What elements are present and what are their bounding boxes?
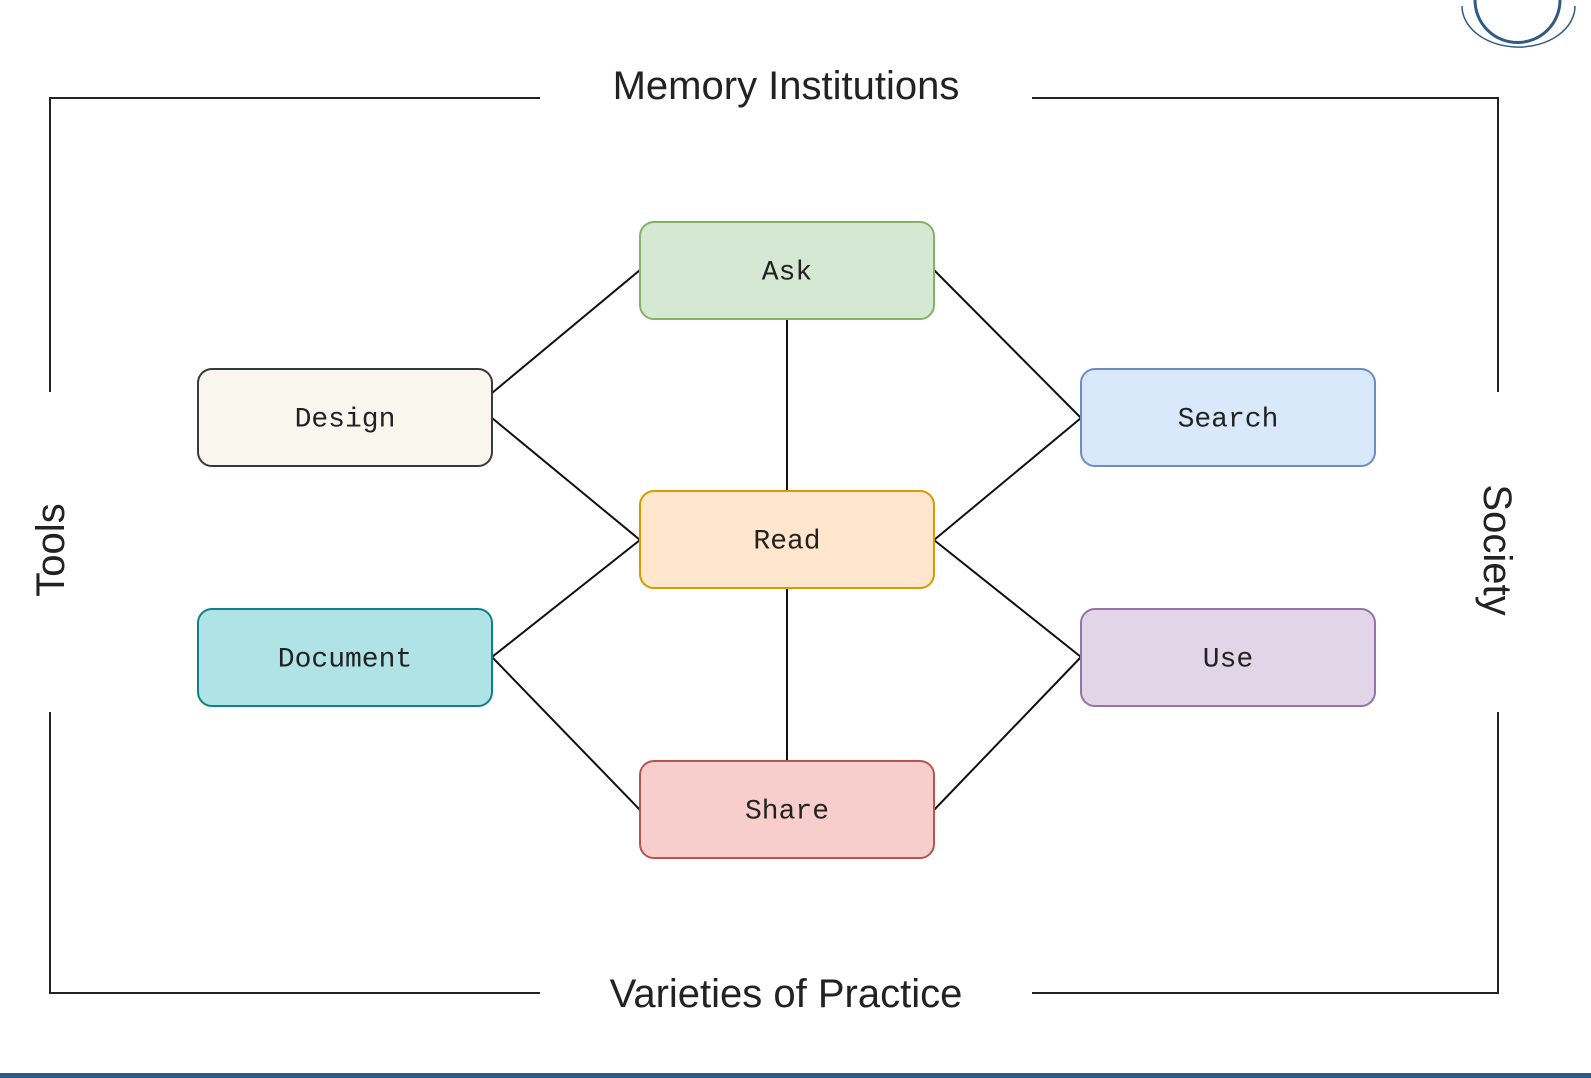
node-design: Design	[197, 368, 493, 467]
edge-ask-search	[933, 269, 1082, 419]
node-box	[1080, 608, 1376, 707]
edge-read-document	[491, 539, 641, 658]
frame-label-top: Memory Institutions	[613, 64, 960, 108]
node-ask: Ask	[639, 221, 935, 320]
frame	[49, 97, 1499, 994]
node-read: Read	[639, 490, 935, 589]
frame-bottom-left	[49, 712, 540, 994]
edges	[491, 269, 1082, 811]
logo-seal	[1461, 0, 1576, 48]
frame-label-right: Society	[1475, 484, 1519, 615]
node-box	[197, 368, 493, 467]
node-box	[197, 608, 493, 707]
footer-bar	[0, 1073, 1591, 1078]
frame-top-right	[1032, 97, 1499, 392]
node-label: Search	[1178, 405, 1279, 436]
node-label: Design	[295, 405, 396, 436]
edge-search-read	[933, 417, 1082, 541]
node-label: Ask	[762, 258, 812, 289]
node-search: Search	[1080, 368, 1376, 467]
frame-top-left	[49, 97, 540, 392]
frame-bottom-right	[1032, 712, 1499, 994]
frame-label-left: Tools	[29, 503, 73, 596]
node-label: Document	[278, 645, 412, 676]
edge-document-share	[491, 656, 641, 811]
node-box	[639, 221, 935, 320]
node-label: Use	[1203, 645, 1253, 676]
edge-read-use	[933, 539, 1082, 658]
edge-ask-design	[491, 269, 641, 394]
node-label: Share	[745, 797, 829, 828]
node-box	[1080, 368, 1376, 467]
node-box	[639, 760, 935, 859]
node-label: Read	[753, 527, 820, 558]
node-use: Use	[1080, 608, 1376, 707]
node-box	[639, 490, 935, 589]
node-share: Share	[639, 760, 935, 859]
node-document: Document	[197, 608, 493, 707]
frame-label-bottom: Varieties of Practice	[610, 972, 963, 1016]
edge-design-read	[491, 417, 641, 541]
edge-use-share	[933, 656, 1082, 811]
